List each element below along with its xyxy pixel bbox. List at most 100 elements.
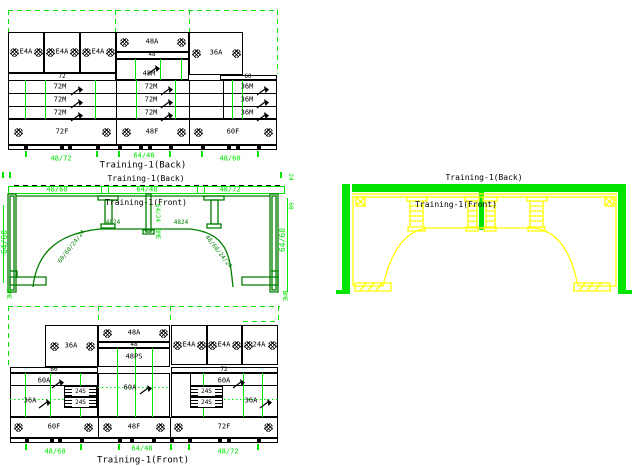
text-label: 48/60: [44, 447, 66, 456]
line: [98, 417, 99, 438]
line: [277, 10, 278, 74]
pencil-icon: [139, 380, 153, 399]
stripe-pattern: [65, 398, 72, 407]
foot-block: [25, 439, 29, 443]
line: [189, 80, 190, 119]
text-label: 36A: [23, 396, 37, 405]
panel-bar: [336, 290, 346, 294]
line: [117, 348, 118, 417]
hatch-circle: [83, 422, 93, 432]
foot-block: [201, 146, 205, 150]
line: [160, 59, 161, 80]
stripe-box-label: 24S: [201, 388, 212, 395]
text-label: 60: [287, 202, 294, 210]
text-label: 48/60: [46, 185, 68, 194]
cell-box: [98, 342, 170, 348]
pencil-icon: [160, 107, 174, 126]
text-label: 36M: [240, 82, 254, 91]
text-label: 36A: [244, 396, 258, 405]
dim-tick: [118, 444, 120, 450]
cell-box: [116, 59, 189, 80]
dim-tick: [257, 444, 259, 450]
line: [8, 306, 280, 307]
pencil-icon: [70, 81, 84, 100]
cell-box: [171, 325, 207, 365]
line: [170, 417, 171, 438]
hatch-circle: [9, 47, 19, 57]
stripe-box: 24S: [64, 386, 97, 397]
foot-block: [148, 146, 152, 150]
text-label: 48PS: [125, 352, 143, 361]
pencil-icon: [160, 94, 174, 113]
hatch-circle: [267, 340, 277, 350]
cell-box: [171, 367, 278, 373]
panel-bar: [479, 184, 484, 230]
dim-tick: [25, 151, 27, 157]
line: [8, 93, 277, 94]
cell-box: [8, 32, 44, 73]
text-label: 48/72: [219, 185, 241, 194]
text-label: 60A: [123, 383, 137, 392]
line: [232, 80, 233, 119]
pencil-icon: [256, 81, 270, 100]
text-label: 60: [50, 366, 58, 373]
dim-tick: [9, 172, 11, 178]
line: [189, 10, 190, 32]
foot-block: [227, 439, 231, 443]
cell-box: [80, 32, 116, 73]
text-label: 48A: [145, 37, 159, 46]
pencil-icon-glyph: [70, 112, 83, 122]
line: [136, 80, 137, 119]
text-label: 48/72: [50, 154, 72, 163]
dim-tick: [169, 151, 171, 157]
foot-block: [139, 146, 143, 150]
cell-box: [45, 325, 98, 367]
text-label: 48: [130, 341, 138, 348]
hatch-circle: [13, 422, 23, 432]
pencil-icon: [147, 60, 161, 79]
text-label: 36M: [240, 95, 254, 104]
foot-block: [236, 146, 240, 150]
foot-block: [68, 146, 72, 150]
dim-tick: [80, 444, 82, 450]
pencil-icon: [38, 394, 52, 413]
line: [287, 198, 288, 292]
text-label: 36M: [240, 108, 254, 117]
pencil-icon: [256, 107, 270, 126]
hatch-circle: [172, 340, 182, 350]
text-label: 72M: [144, 82, 158, 91]
line: [98, 387, 170, 388]
cell-box: [8, 119, 277, 145]
text-label: 48: [148, 51, 156, 58]
panel-bar: [622, 290, 632, 294]
pencil-icon: [51, 374, 65, 393]
text-label: 36A: [209, 48, 223, 57]
pencil-icon-glyph: [139, 385, 152, 395]
pencil-icon-glyph: [160, 86, 173, 96]
stripe-pattern: [89, 387, 96, 396]
pencil-icon-glyph: [232, 379, 245, 389]
line: [115, 10, 116, 32]
line: [204, 186, 205, 194]
dim-tick: [280, 172, 282, 178]
line: [116, 80, 117, 119]
foot-block: [118, 439, 122, 443]
panel-bar: [352, 184, 618, 192]
cell-box: [98, 373, 170, 417]
hatch-circle: [13, 127, 23, 137]
text-label: 64/24: [154, 203, 161, 223]
text-label: 72: [58, 73, 66, 80]
hatch-circle: [121, 127, 131, 137]
hatch-circle: [263, 422, 273, 432]
line: [45, 80, 46, 119]
text-label: E4A: [19, 47, 33, 56]
cell-box: [220, 75, 277, 80]
hatch-circle: [231, 340, 241, 350]
plan2-front-label: Training-1(Front): [415, 200, 497, 209]
text-label: 36A: [64, 341, 78, 350]
hatch-circle: [176, 127, 186, 137]
pencil-icon: [232, 374, 246, 393]
